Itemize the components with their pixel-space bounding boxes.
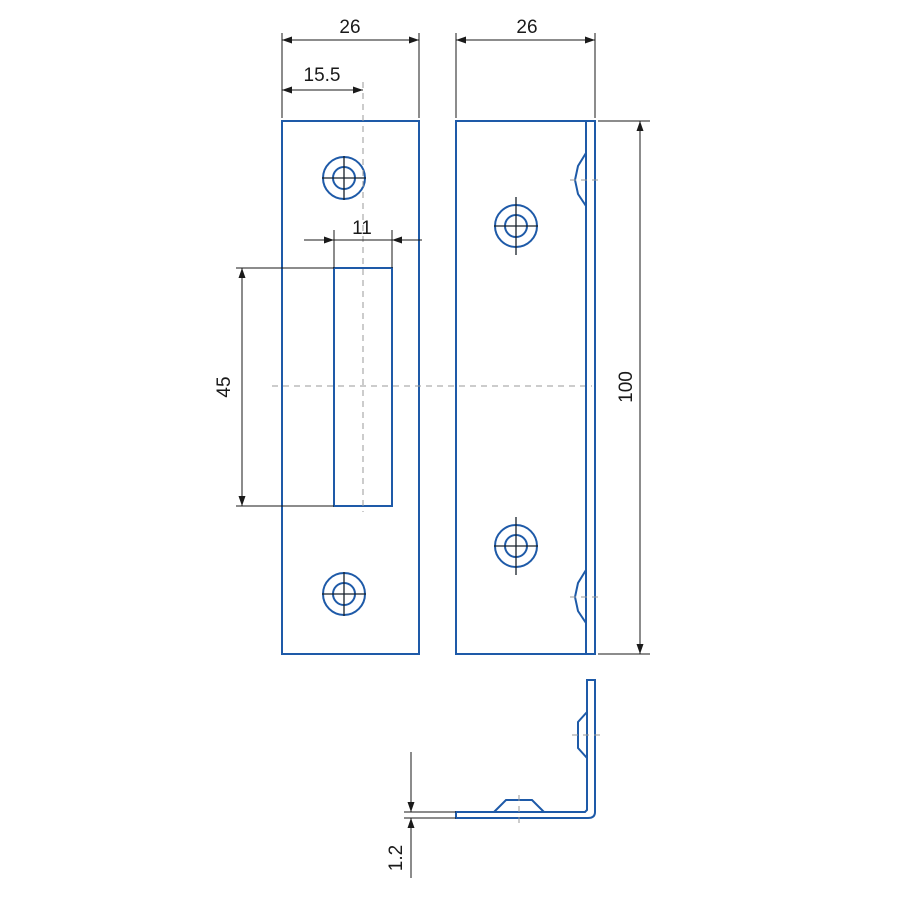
front-bottom-screw-hole: [322, 572, 366, 616]
profile-view: [455, 679, 603, 825]
front-view: [272, 82, 592, 655]
side-flange-outer-edge: [586, 120, 596, 655]
dimension-side-width: 26: [455, 17, 596, 118]
front-top-screw-hole: [322, 156, 366, 200]
side-width-label: 26: [516, 17, 537, 38]
dimension-front-width: 26: [281, 17, 420, 118]
slot-width-label: 11: [352, 218, 372, 239]
dimension-hole-offset: 15.5: [282, 65, 363, 94]
dimension-thickness: 1.2: [386, 752, 456, 878]
front-width-label: 26: [339, 17, 360, 38]
side-view: [455, 120, 602, 655]
dimension-slot-width: 11: [304, 218, 422, 268]
slot-height-label: 45: [214, 376, 235, 397]
dimension-slot-height: 45: [214, 267, 334, 507]
plate-height-label: 100: [616, 371, 637, 403]
side-bottom-screw-hole: [494, 517, 538, 575]
side-plate-outline: [455, 120, 587, 655]
side-top-screw-hole: [494, 197, 538, 255]
hole-offset-label: 15.5: [304, 65, 341, 86]
thickness-label: 1.2: [386, 845, 407, 871]
angle-profile-outline: [455, 679, 596, 819]
dimension-plate-height: 100: [598, 120, 650, 655]
front-plate-outline: [281, 120, 420, 655]
